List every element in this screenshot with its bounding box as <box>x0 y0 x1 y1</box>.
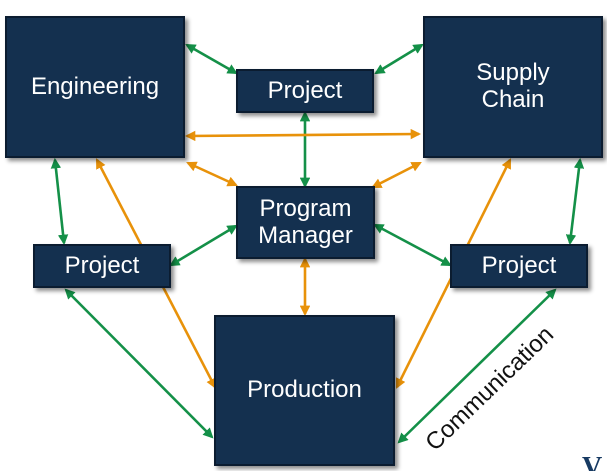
eng-to-supply-arrow <box>184 128 422 142</box>
pm-to-project-right-arrow <box>373 223 452 267</box>
supply-to-project-right-arrow <box>565 157 585 246</box>
project-left-node: Project <box>33 244 171 288</box>
supply-to-pm-arrow <box>371 161 422 189</box>
project-top-node: Project <box>236 69 374 113</box>
production-node: Production <box>214 315 395 466</box>
project-right-label: Project <box>481 251 557 279</box>
project-top-label: Project <box>267 76 343 104</box>
program-manager-node: Program Manager <box>236 186 375 259</box>
supply-to-project-top-arrow <box>374 43 424 75</box>
corner-letter-fragment: V <box>582 454 603 471</box>
eng-to-project-top-arrow <box>185 43 238 75</box>
production-label: Production <box>247 376 362 404</box>
eng-to-project-left-arrow <box>50 157 69 246</box>
engineering-node: Engineering <box>5 16 185 158</box>
project-left-label: Project <box>64 251 140 279</box>
project-right-node: Project <box>450 244 588 288</box>
engineering-label: Engineering <box>30 72 160 100</box>
eng-to-pm-arrow <box>186 161 238 187</box>
supply-chain-node: Supply Chain <box>423 16 603 158</box>
program-manager-label: Program Manager <box>258 194 353 249</box>
project-right-to-production-arrow <box>397 288 557 444</box>
project-left-to-production-arrow <box>64 288 214 439</box>
pm-to-project-left-arrow <box>169 224 238 267</box>
supply-chain-label: Supply Chain <box>476 59 550 113</box>
